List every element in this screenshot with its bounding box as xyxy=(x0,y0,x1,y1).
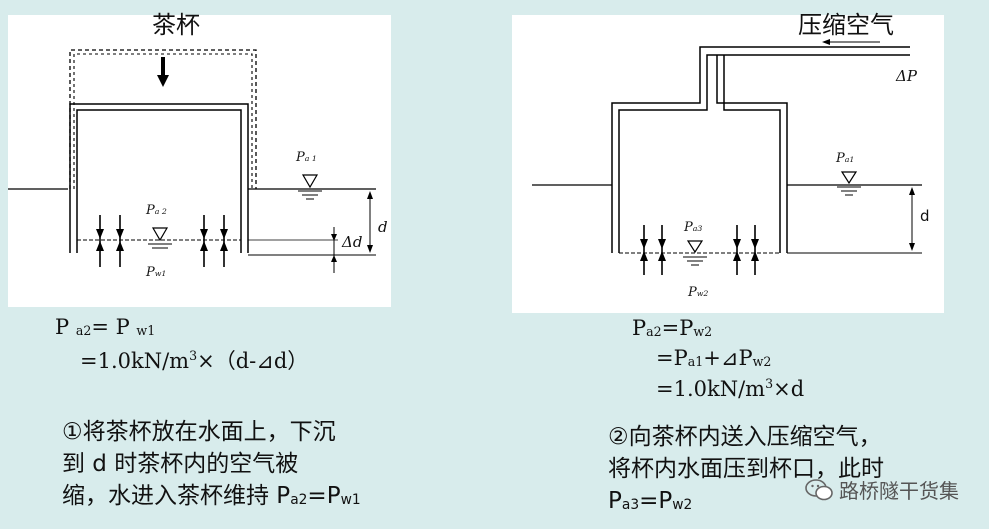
right-equation-3: =1.0kN/m3×d xyxy=(656,376,805,401)
label-delta-p: ΔP xyxy=(896,67,917,85)
watermark: 路桥隧干货集 xyxy=(805,475,959,504)
right-title: 压缩空气 xyxy=(798,11,894,39)
label-d: d xyxy=(378,218,388,236)
label-delta-d: Δd xyxy=(342,233,363,251)
left-equation-1: P a2= P w1 xyxy=(55,315,156,339)
left-description-2: 到 d 时茶杯内的空气被 xyxy=(62,451,299,477)
right-equation-1: Pa2=Pw2 xyxy=(632,316,713,340)
left-description-1: ①将茶杯放在水面上，下沉 xyxy=(62,419,336,445)
right-description-2: 将杯内水面压到杯口，此时 xyxy=(608,456,884,482)
label-pw2: Pw2 xyxy=(688,285,709,300)
left-equation-2: =1.0kN/m3×（d-⊿d） xyxy=(80,348,309,373)
left-diagram xyxy=(8,49,376,273)
label-d-right: d xyxy=(920,207,930,225)
label-pa2: Pa 2 xyxy=(146,203,167,218)
right-description-3: Pa3=Pw2 xyxy=(608,488,693,514)
label-pa3: Pa3 xyxy=(684,220,703,235)
right-diagram xyxy=(532,39,922,275)
left-diagram-panel: Pa 1 Pa 2 Pw1 d Δd xyxy=(8,15,391,307)
right-equation-2: =Pa1+⊿Pw2 xyxy=(656,346,772,370)
label-pw1: Pw1 xyxy=(146,265,167,280)
wechat-icon xyxy=(805,478,833,500)
left-title: 茶杯 xyxy=(152,11,200,39)
watermark-text: 路桥隧干货集 xyxy=(839,479,959,503)
label-pa1: Pa 1 xyxy=(296,150,317,165)
right-diagram-panel: Pa1 Pa3 Pw2 d ΔP xyxy=(512,15,944,313)
right-description-1: ②向茶杯内送入压缩空气， xyxy=(608,424,882,450)
left-description-3: 缩，水进入茶杯维持 Pa2=Pw1 xyxy=(62,483,361,509)
label-pa1-right: Pa1 xyxy=(836,151,855,166)
